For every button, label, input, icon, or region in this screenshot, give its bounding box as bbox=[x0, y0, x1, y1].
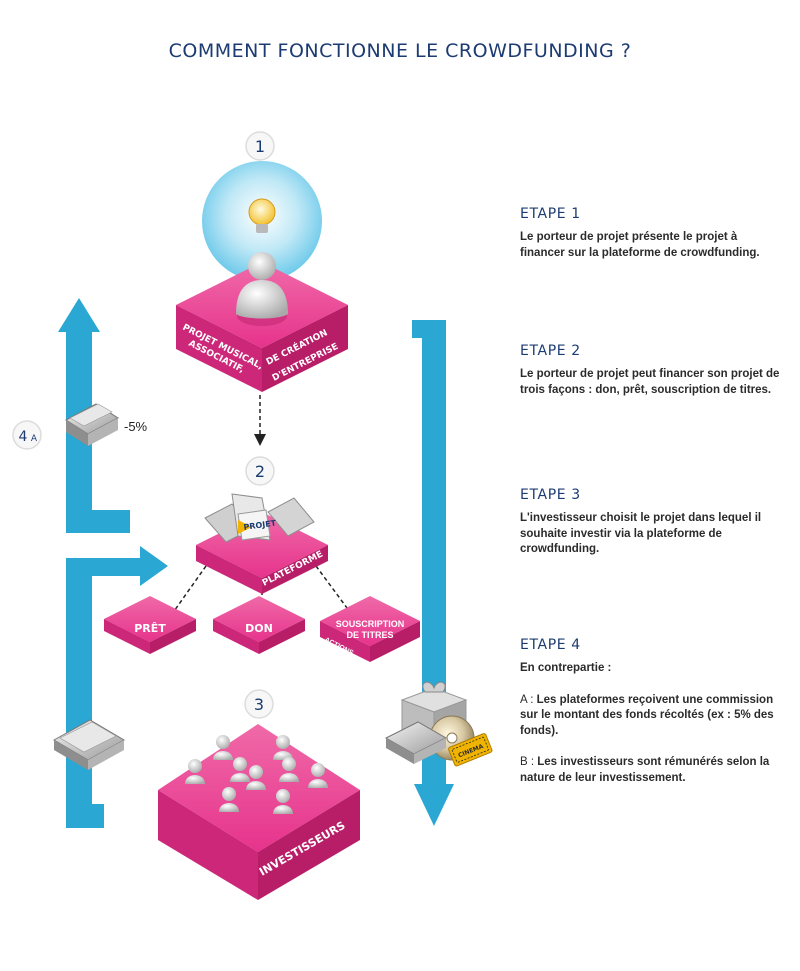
step-3-text: L'investisseur choisit le projet dans le… bbox=[520, 512, 762, 555]
badge-1: 1 bbox=[245, 131, 275, 161]
step-1: ETAPE 1 Le porteur de projet présente le… bbox=[520, 206, 782, 261]
pret-block: PRÊT bbox=[104, 596, 196, 654]
step-2: ETAPE 2 Le porteur de projet peut financ… bbox=[520, 343, 782, 398]
step-2-heading: ETAPE 2 bbox=[520, 343, 581, 359]
step-4: ETAPE 4 En contrepartie : A : Les platef… bbox=[520, 637, 782, 786]
step-2-text: Le porteur de projet peut financer son p… bbox=[520, 368, 780, 396]
svg-text:SOUSCRIPTION: SOUSCRIPTION bbox=[336, 619, 405, 629]
dashed-line-titres bbox=[315, 565, 351, 613]
badge-2: 2 bbox=[245, 456, 275, 486]
svg-text:4: 4 bbox=[19, 429, 28, 445]
banknotes-icon-4a bbox=[65, 403, 119, 446]
cinema-ticket-icon: CINEMA bbox=[448, 733, 493, 767]
step-1-text: Le porteur de projet présente le projet … bbox=[520, 231, 760, 259]
step-4-intro: En contrepartie : bbox=[520, 662, 612, 674]
badge-3: 3 bbox=[244, 689, 274, 719]
person-icon bbox=[236, 252, 288, 326]
step-4-heading: ETAPE 4 bbox=[520, 637, 581, 653]
step-4-a-text: Les plateformes reçoivent une commission… bbox=[520, 693, 774, 737]
dashed-line-pret bbox=[171, 565, 207, 615]
step-4-a: A : Les plateformes reçoivent une commis… bbox=[520, 693, 782, 740]
rewards-icon: CINEMA bbox=[384, 681, 493, 767]
svg-text:2: 2 bbox=[255, 462, 265, 481]
investor-crowd-icon bbox=[185, 735, 328, 814]
step-4-b: B : Les investisseurs sont rémunérés sel… bbox=[520, 755, 782, 786]
banknotes-icon-left bbox=[52, 719, 126, 770]
svg-text:3: 3 bbox=[254, 695, 264, 714]
step-3-heading: ETAPE 3 bbox=[520, 487, 581, 503]
svg-text:1: 1 bbox=[255, 137, 265, 156]
lightbulb-icon bbox=[248, 198, 276, 233]
svg-text:DON: DON bbox=[245, 622, 273, 635]
left-up-arrow bbox=[58, 298, 130, 533]
badge-4a: 4 A bbox=[12, 420, 42, 450]
step-4-b-label: B : bbox=[520, 756, 535, 768]
svg-text:PRÊT: PRÊT bbox=[134, 622, 166, 635]
don-block: DON bbox=[213, 596, 305, 654]
left-bracket-arrow bbox=[66, 546, 168, 828]
page-title: COMMENT FONCTIONNE LE CROWDFUNDING ? bbox=[168, 40, 632, 62]
step-1-heading: ETAPE 1 bbox=[520, 206, 581, 222]
project-folders-icon: PROJET bbox=[204, 493, 315, 543]
investisseurs-block bbox=[158, 724, 360, 900]
step-3: ETAPE 3 L'investisseur choisit le projet… bbox=[520, 487, 782, 558]
step-4-a-label: A : bbox=[520, 693, 534, 706]
svg-text:DE TITRES: DE TITRES bbox=[346, 630, 393, 640]
svg-text:A: A bbox=[31, 434, 38, 444]
souscription-block: SOUSCRIPTION DE TITRES ACTIONS OBLIGATIO… bbox=[320, 596, 420, 669]
step-4-b-text: Les investisseurs sont rémunérés selon l… bbox=[520, 756, 770, 784]
commission-label: -5% bbox=[124, 419, 148, 434]
